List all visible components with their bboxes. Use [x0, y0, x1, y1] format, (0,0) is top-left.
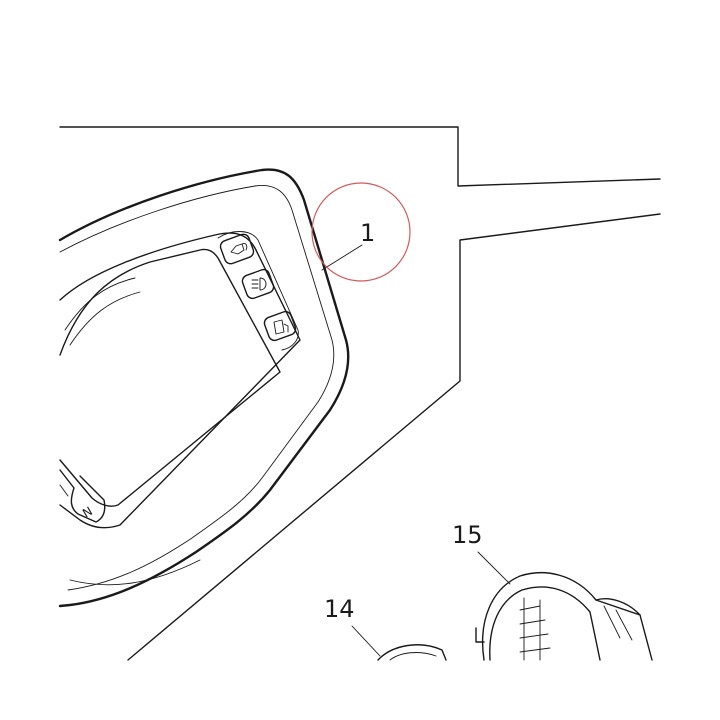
cluster-bottom-trim — [69, 559, 201, 586]
callout-1-label: 1 — [360, 219, 375, 247]
fuel-indicator — [263, 310, 297, 342]
indicator-housing — [217, 231, 299, 351]
gear-indicator-pod-edge — [59, 484, 69, 497]
bezel-inner-rim — [59, 184, 335, 591]
instrument-cluster-bezel — [58, 168, 350, 608]
fuel-pump-icon — [273, 319, 289, 335]
horn-icon — [230, 243, 248, 255]
callout-15-label: 15 — [452, 521, 483, 549]
screen-reflection-line — [69, 291, 141, 346]
callout-1-leader — [321, 244, 363, 271]
part-14-outline — [377, 644, 447, 661]
housing-panel-lower-outline — [127, 213, 661, 661]
callout-1-highlight-circle — [311, 182, 411, 282]
horn-indicator — [219, 233, 255, 265]
callout-14-label: 14 — [324, 595, 355, 623]
housing-panel-outline — [59, 126, 661, 187]
display-frame-outer — [59, 232, 301, 529]
lcd-screen — [59, 248, 281, 507]
callout-14-leader — [351, 625, 381, 657]
headlight-icon — [251, 277, 267, 291]
gear-indicator-pod — [59, 469, 106, 523]
screen-reflection-line — [64, 277, 136, 331]
callout-15-leader — [477, 551, 511, 585]
part-14-inner-edge — [389, 652, 437, 661]
part-15-ring-bracket — [475, 572, 653, 661]
gear-indicator-label: N — [80, 504, 95, 521]
headlight-indicator — [241, 268, 275, 300]
